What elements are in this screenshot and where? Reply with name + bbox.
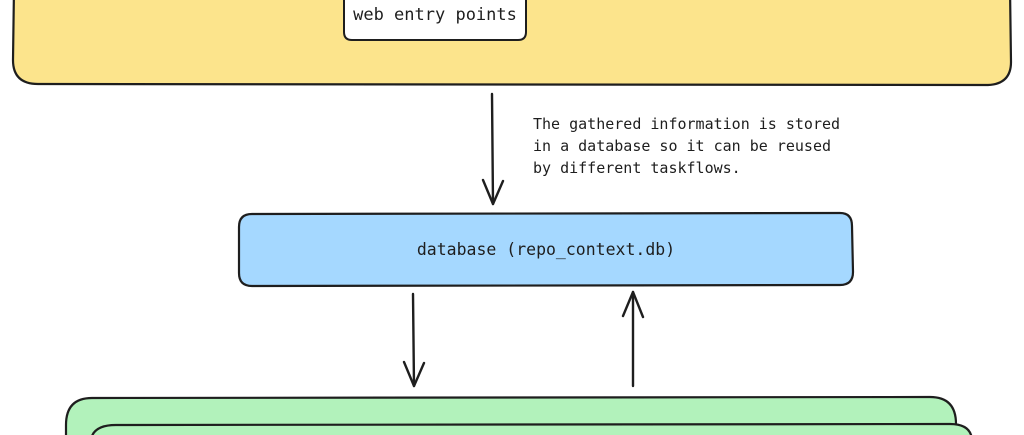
arrow-to-database xyxy=(481,92,505,206)
top-container xyxy=(11,0,1013,87)
annotation-text: The gathered information is stored in a … xyxy=(533,115,849,177)
annotation-line: in a database so it can be reused xyxy=(533,137,831,155)
database-label: database (repo_context.db) xyxy=(417,240,675,259)
database-node: database (repo_context.db) xyxy=(237,211,855,288)
annotation-line: The gathered information is stored xyxy=(533,115,840,133)
annotation-line: by different taskflows. xyxy=(533,159,741,177)
web-entry-points-node: web entry points xyxy=(343,0,527,41)
bottom-container-front xyxy=(91,422,973,435)
arrow-bottom-to-database xyxy=(621,290,645,388)
web-entry-points-label: web entry points xyxy=(353,5,517,25)
arrow-database-to-bottom xyxy=(402,292,426,388)
